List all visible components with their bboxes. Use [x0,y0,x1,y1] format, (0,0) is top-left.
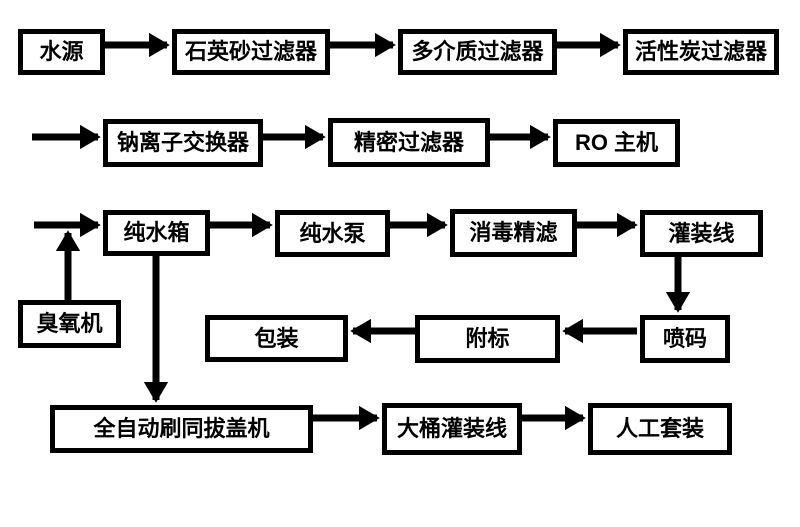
node-filling-line-label: 灌装线 [668,220,735,246]
node-ozone-machine: 臭氧机 [18,300,121,348]
node-packaging: 包装 [205,315,348,362]
node-activated-carbon-filter: 活性炭过滤器 [623,29,779,75]
node-inkjet-coding: 喷码 [640,315,730,363]
node-labeling-label: 附标 [465,326,510,351]
node-multimedia-filter: 多介质过滤器 [398,29,557,75]
node-pure-water-tank-label: 纯水箱 [123,220,190,245]
node-precision-filter: 精密过滤器 [328,118,490,167]
node-pure-water-pump: 纯水泵 [275,210,390,257]
node-manual-packing: 人工套装 [588,403,732,455]
node-auto-brush-decap-machine: 全自动刷同拔盖机 [50,405,313,453]
node-sodium-ion-exchanger: 钠离子交换器 [103,119,263,167]
node-barrel-filling-line: 大桶灌装线 [382,403,522,455]
node-water-source-label: 水源 [39,39,84,64]
node-water-source: 水源 [18,29,105,75]
node-activated-carbon-filter-label: 活性炭过滤器 [634,39,767,64]
node-pure-water-tank: 纯水箱 [103,210,210,256]
node-auto-brush-decap-machine-label: 全自动刷同拔盖机 [93,416,270,441]
node-disinfection-fine-filter: 消毒精滤 [450,209,577,257]
node-pure-water-pump-label: 纯水泵 [299,220,366,246]
node-filling-line: 灌装线 [640,210,763,257]
node-labeling: 附标 [415,315,560,363]
node-sodium-ion-exchanger-label: 钠离子交换器 [116,130,249,155]
node-quartz-sand-filter-label: 石英砂过滤器 [184,39,317,64]
node-precision-filter-label: 精密过滤器 [353,129,464,155]
node-multimedia-filter-label: 多介质过滤器 [411,39,544,64]
node-disinfection-fine-filter-label: 消毒精滤 [469,220,558,245]
node-packaging-label: 包装 [254,325,299,351]
node-inkjet-coding-label: 喷码 [662,326,707,351]
node-barrel-filling-line-label: 大桶灌装线 [396,416,507,441]
node-ro-host: RO 主机 [553,119,680,167]
node-manual-packing-label: 人工套装 [615,416,704,441]
node-ro-host-label: RO 主机 [574,130,659,155]
node-ozone-machine-label: 臭氧机 [36,311,103,336]
node-quartz-sand-filter: 石英砂过滤器 [172,29,330,75]
